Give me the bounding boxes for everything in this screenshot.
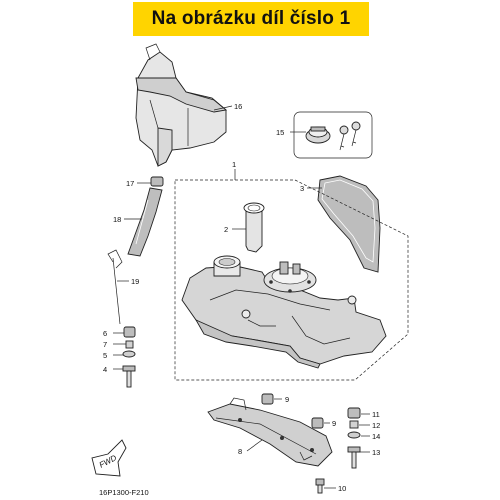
callout-labels: 1 2 3 4 5 6 7 8 9 9 10 11 12 13 14 15 16… [103, 102, 380, 493]
part-17-clamp [150, 176, 164, 187]
part-16-cover [135, 43, 228, 167]
callout-1: 1 [232, 160, 236, 169]
callout-3: 3 [300, 184, 304, 193]
part-9-grommets [261, 393, 324, 429]
callout-16: 16 [234, 102, 242, 111]
part-8-bracket [207, 397, 333, 467]
right-fastener-stack [347, 407, 361, 469]
callout-15: 15 [276, 128, 284, 137]
callout-18: 18 [113, 215, 121, 224]
part-15-cap-and-keys [293, 111, 373, 159]
callout-11: 11 [372, 410, 380, 419]
callout-13: 13 [372, 448, 380, 457]
callout-5: 5 [103, 351, 107, 360]
leader-lines [113, 105, 370, 489]
part-10-bolt [315, 478, 325, 494]
part-1-fuel-tank [181, 255, 387, 369]
part-2-filler-neck [243, 202, 265, 253]
callout-19: 19 [131, 277, 139, 286]
banner-text: Na obrázku díl číslo 1 [151, 8, 351, 29]
diagram-code: 16P1300-F210 [99, 488, 149, 497]
title-banner: Na obrázku díl číslo 1 [133, 2, 369, 36]
callout-4: 4 [103, 365, 107, 374]
part-18-hose [127, 187, 163, 257]
callout-14: 14 [372, 432, 380, 441]
callout-7: 7 [103, 340, 107, 349]
assembly-boundary [174, 179, 409, 381]
fwd-arrow-icon: FWD [91, 439, 127, 477]
part-19-rod [107, 249, 123, 325]
callout-17: 17 [126, 179, 134, 188]
callout-9b: 9 [332, 419, 336, 428]
left-fastener-stack [122, 326, 136, 388]
callout-2: 2 [224, 225, 228, 234]
callout-8: 8 [238, 447, 242, 456]
part-3-pad [317, 175, 381, 273]
callout-6: 6 [103, 329, 107, 338]
callout-12: 12 [372, 421, 380, 430]
callout-9a: 9 [285, 395, 289, 404]
callout-10: 10 [338, 484, 346, 493]
